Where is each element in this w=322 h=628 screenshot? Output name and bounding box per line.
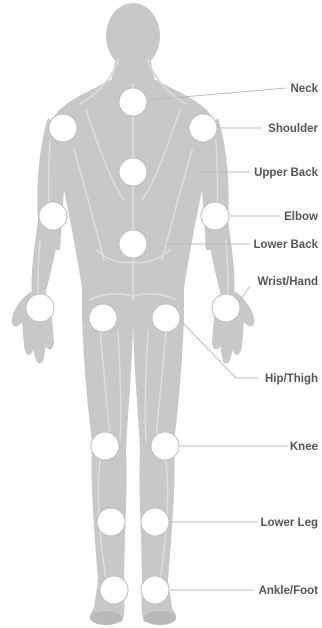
hotspot-elbow-left[interactable] xyxy=(39,202,67,230)
hotspot-knee-right[interactable] xyxy=(151,432,179,460)
label-elbow[interactable]: Elbow xyxy=(284,211,318,223)
hotspot-knee-left[interactable] xyxy=(91,432,119,460)
label-neck[interactable]: Neck xyxy=(291,83,319,95)
label-knee[interactable]: Knee xyxy=(290,441,318,453)
hotspot-shoulder-right[interactable] xyxy=(189,114,217,142)
leader-line-wrist-hand xyxy=(240,286,250,300)
hotspot-lower-back[interactable] xyxy=(119,230,147,258)
label-wrist-hand[interactable]: Wrist/Hand xyxy=(258,276,319,288)
hotspot-hip-thigh-left[interactable] xyxy=(89,304,117,332)
hotspot-upper-back[interactable] xyxy=(119,158,147,186)
hotspot-ankle-foot-right[interactable] xyxy=(141,576,169,604)
label-shoulder[interactable]: Shoulder xyxy=(268,123,318,135)
hotspot-wrist-hand-left[interactable] xyxy=(26,294,54,322)
label-lower-leg[interactable]: Lower Leg xyxy=(260,517,318,529)
right-foot xyxy=(144,611,176,625)
label-hip-thigh[interactable]: Hip/Thigh xyxy=(265,373,318,385)
left-leg xyxy=(82,318,133,622)
hotspot-lower-leg-right[interactable] xyxy=(141,508,169,536)
hotspot-lower-leg-left[interactable] xyxy=(97,508,125,536)
label-ankle-foot[interactable]: Ankle/Foot xyxy=(259,585,319,597)
label-upper-back[interactable]: Upper Back xyxy=(254,167,319,179)
hotspot-elbow-right[interactable] xyxy=(201,202,229,230)
hotspot-hip-thigh-right[interactable] xyxy=(152,304,180,332)
label-lower-back[interactable]: Lower Back xyxy=(253,239,318,251)
left-foot xyxy=(90,611,122,625)
hotspot-shoulder-left[interactable] xyxy=(49,114,77,142)
region-labels: Neck Shoulder Upper Back Elbow Lower Bac… xyxy=(253,83,318,597)
hotspot-ankle-foot-left[interactable] xyxy=(100,576,128,604)
hotspot-wrist-hand-right[interactable] xyxy=(212,294,240,322)
hotspot-neck[interactable] xyxy=(119,88,147,116)
